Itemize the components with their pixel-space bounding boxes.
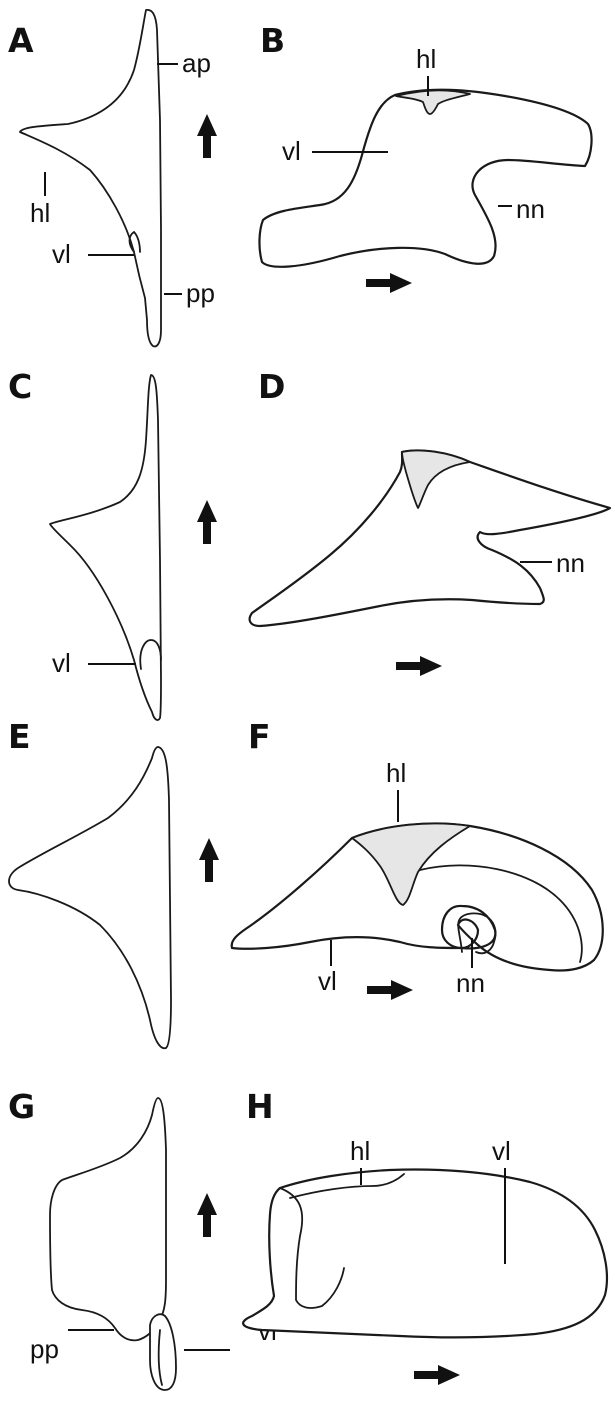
label-g-pp: pp: [30, 1334, 59, 1364]
panel-letter-g: G: [8, 1087, 35, 1126]
label-f-vl: vl: [318, 966, 337, 996]
panel-c-outline: [49, 374, 162, 721]
panel-letter-f: F: [248, 717, 271, 756]
label-f-hl: hl: [386, 758, 406, 788]
arrow-right-icon: [414, 1365, 460, 1385]
panel-f-vl-curve: [419, 864, 583, 963]
panel-d-hl-lobe: [401, 449, 471, 509]
label-h-vl: vl: [492, 1136, 511, 1166]
panel-letter-h: H: [246, 1087, 274, 1126]
label-b-vl: vl: [282, 136, 301, 166]
arrow-right-icon: [366, 273, 412, 293]
panel-g-vl-lobe: [149, 1313, 177, 1391]
label-h-hl: hl: [350, 1136, 370, 1166]
panel-letter-c: C: [8, 367, 32, 406]
arrow-right-icon: [367, 980, 413, 1000]
panel-f: F hl vl nn: [230, 717, 604, 1000]
arrow-up-icon: [199, 838, 219, 882]
panel-b: B hl vl nn: [258, 21, 593, 293]
panel-letter-d: D: [258, 367, 285, 406]
label-a-vl: vl: [52, 239, 71, 269]
panel-a: A ap hl vl pp: [8, 9, 217, 348]
label-a-hl: hl: [30, 198, 50, 228]
label-a-pp: pp: [186, 278, 215, 308]
panel-f-nn-loop: [457, 912, 497, 955]
panel-g-outline: [49, 1097, 167, 1342]
panel-h-inner-fold: [279, 1187, 345, 1309]
panel-a-outline: [19, 9, 162, 348]
panel-e: E: [8, 717, 219, 1050]
label-c-vl: vl: [52, 648, 71, 678]
panel-h-hl-ridge: [289, 1173, 405, 1199]
arrow-right-icon: [396, 656, 442, 676]
panel-letter-a: A: [8, 21, 34, 60]
label-d-nn: nn: [556, 548, 585, 578]
panel-d-outline: [248, 449, 612, 628]
panel-b-hl-lobe: [395, 89, 471, 115]
panel-c-inner-lobe: [139, 639, 162, 670]
panel-d: D nn: [248, 367, 612, 676]
arrow-up-icon: [197, 1193, 217, 1237]
panel-e-outline: [8, 746, 172, 1050]
panel-c: C vl: [8, 367, 217, 721]
label-b-nn: nn: [516, 194, 545, 224]
arrow-up-icon: [197, 114, 217, 158]
panel-b-outline: [258, 88, 593, 268]
label-b-hl: hl: [416, 44, 436, 74]
panel-f-hl-lobe: [351, 822, 471, 906]
panel-letter-b: B: [260, 21, 285, 60]
panel-a-inner-lobe: [128, 230, 141, 253]
panel-g-vl-inner: [157, 1329, 163, 1386]
panel-f-outline: [230, 822, 604, 972]
label-a-ap: ap: [182, 48, 211, 78]
panel-h: H hl vl: [242, 1087, 609, 1385]
panel-letter-e: E: [8, 717, 31, 756]
arrow-up-icon: [197, 500, 217, 544]
label-f-nn: nn: [456, 968, 485, 998]
panel-h-outline: [242, 1168, 609, 1339]
panel-g: G pp vl: [8, 1087, 277, 1391]
